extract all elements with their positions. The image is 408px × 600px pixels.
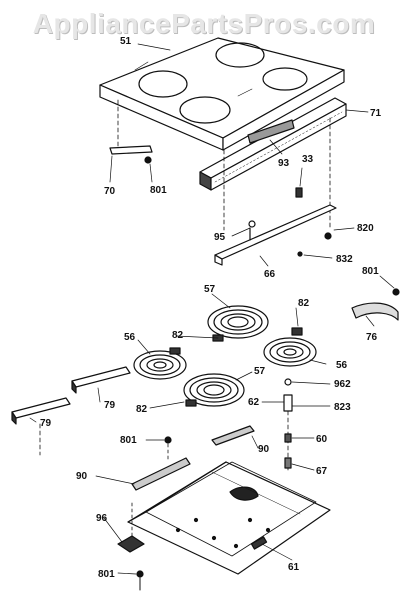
label-90-upper: 90 xyxy=(258,444,270,455)
burner-56-right xyxy=(263,327,317,367)
cooktop-glass xyxy=(99,37,345,151)
label-95: 95 xyxy=(214,232,226,243)
label-62: 62 xyxy=(248,397,260,408)
leader-lines xyxy=(29,43,395,575)
label-82-mid: 82 xyxy=(172,330,184,341)
label-93: 93 xyxy=(278,158,290,169)
front-trim xyxy=(199,97,347,191)
label-962: 962 xyxy=(334,379,351,390)
bracket-70 xyxy=(109,99,153,155)
label-82-top: 82 xyxy=(298,298,310,309)
label-57-top: 57 xyxy=(204,284,216,295)
bracket-96 xyxy=(117,499,145,553)
label-76: 76 xyxy=(366,332,378,343)
label-70: 70 xyxy=(104,186,116,197)
strip-90-lower xyxy=(131,457,191,491)
label-801-top: 801 xyxy=(150,185,167,196)
watermark: AppliancePartsPros.com xyxy=(32,8,376,39)
label-66: 66 xyxy=(264,269,276,280)
strip-90-upper xyxy=(211,425,255,446)
label-820: 820 xyxy=(357,223,374,234)
label-801-right: 801 xyxy=(362,266,379,277)
label-57-bottom: 57 xyxy=(254,366,266,377)
label-79-mid: 79 xyxy=(104,400,116,411)
label-61: 61 xyxy=(288,562,300,573)
strip-93 xyxy=(247,119,295,144)
label-33: 33 xyxy=(302,154,314,165)
label-56-left: 56 xyxy=(124,332,136,343)
bracket-76 xyxy=(351,288,400,321)
label-71: 71 xyxy=(370,108,382,119)
label-832: 832 xyxy=(336,254,353,265)
label-82-bottom: 82 xyxy=(136,404,148,415)
label-90-lower: 90 xyxy=(76,471,88,482)
strip-79-mid xyxy=(71,366,131,394)
label-96: 96 xyxy=(96,513,108,524)
base-pan xyxy=(127,461,331,575)
burner-56-left xyxy=(133,347,187,380)
label-79-left: 79 xyxy=(40,418,52,429)
switch-column xyxy=(283,378,293,471)
burner-57-top xyxy=(207,305,269,342)
label-51: 51 xyxy=(120,36,132,47)
label-56-right: 56 xyxy=(336,360,348,371)
label-801-bottom: 801 xyxy=(98,569,115,580)
label-823: 823 xyxy=(334,402,351,413)
label-60: 60 xyxy=(316,434,328,445)
part-labels: 51 71 93 33 70 801 95 820 66 832 801 76 … xyxy=(40,36,382,580)
label-67: 67 xyxy=(316,466,328,477)
label-801-mid: 801 xyxy=(120,435,137,446)
bracket-66 xyxy=(214,204,337,266)
burner-57-bottom xyxy=(183,373,245,407)
strip-79-left xyxy=(11,397,71,425)
